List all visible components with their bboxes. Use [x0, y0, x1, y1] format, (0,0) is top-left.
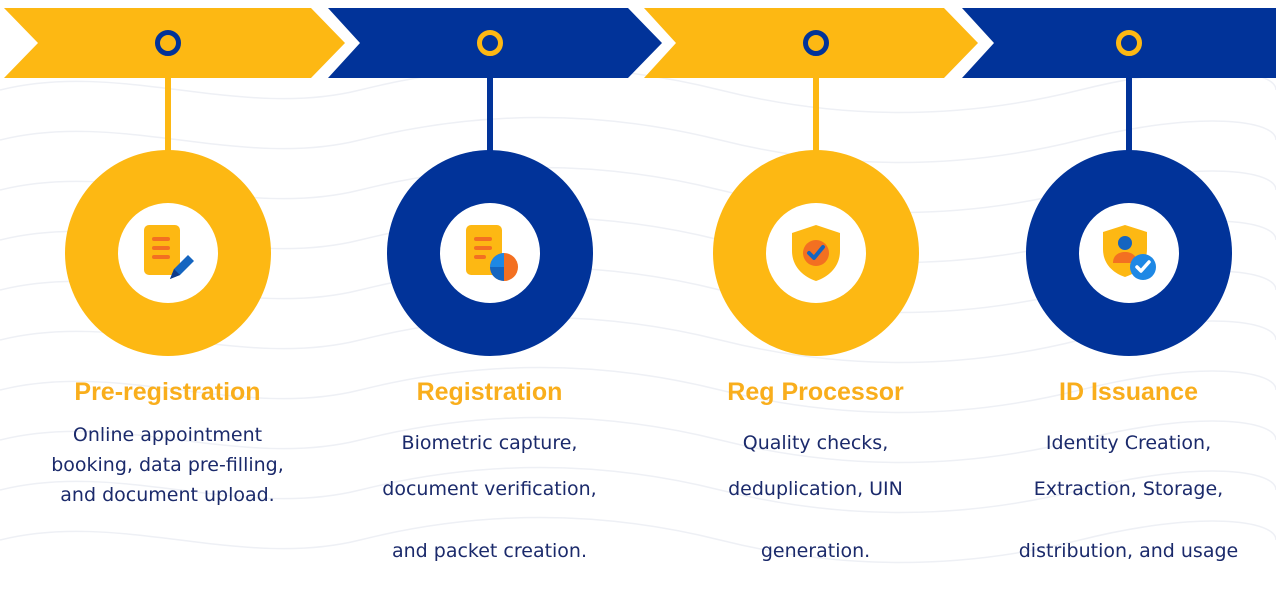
document-chart-icon: [465, 225, 518, 281]
timeline-marker: [1115, 30, 1142, 56]
stage-reg-processor: Reg Processor Quality checks, deduplicat…: [656, 0, 975, 577]
shield-check-icon: [791, 225, 840, 281]
stage-donut: [712, 150, 919, 356]
user-shield-check-icon: [1102, 225, 1156, 280]
timeline-marker: [802, 30, 829, 56]
connector-line: [1125, 56, 1132, 156]
stage-title: Pre-registration: [74, 378, 261, 406]
stage-pre-registration: Pre-registration Online appointment book…: [8, 0, 327, 577]
stage-donut: [64, 150, 271, 356]
connector-line: [812, 56, 819, 156]
connector-line: [164, 56, 171, 156]
stage-description: Online appointment booking, data pre-fil…: [51, 424, 284, 506]
stage-title: ID Issuance: [1059, 378, 1198, 406]
stage-description: Quality checks, deduplication, UIN gener…: [728, 432, 903, 562]
stage-donut: [386, 150, 593, 356]
connector-line: [486, 56, 493, 156]
timeline-marker: [476, 30, 503, 56]
timeline-marker: [154, 30, 181, 56]
stage-title: Reg Processor: [727, 378, 904, 406]
stage-title: Registration: [416, 378, 563, 406]
stage-donut: [1025, 150, 1232, 356]
stage-description: Biometric capture, document verification…: [382, 432, 597, 562]
document-pen-icon: [143, 225, 194, 279]
stage-registration: Registration Biometric capture, document…: [330, 0, 649, 577]
stage-id-issuance: ID Issuance Identity Creation, Extractio…: [969, 0, 1276, 577]
stage-description: Identity Creation, Extraction, Storage, …: [1018, 432, 1239, 562]
